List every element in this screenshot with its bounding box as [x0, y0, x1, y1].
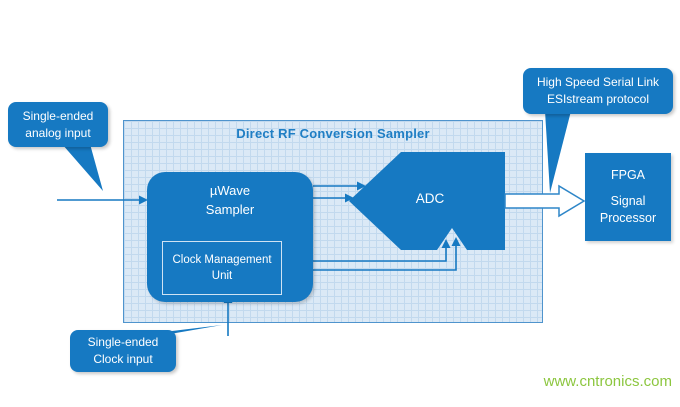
callout-analog-line2: analog input [25, 125, 91, 140]
cmu-label-line1: Clock Management [172, 254, 272, 266]
callout-analog-line1: Single-ended [22, 108, 94, 123]
callout-clock-input: Single-ended Clock input [70, 330, 176, 372]
callout-serial-line1: High Speed Serial Link [536, 75, 660, 89]
fpga-block: FPGA Signal Processor [585, 153, 671, 241]
callout-clock-line2: Clock input [93, 352, 153, 366]
callout-serial-line2: ESIstream protocol [546, 92, 650, 106]
uwave-sampler-label-line2: Sampler [205, 202, 255, 217]
callout-serial-link: High Speed Serial Link ESIstream protoco… [523, 68, 673, 114]
callout-clock-line1: Single-ended [87, 335, 159, 349]
fpga-label-line2: Signal [610, 194, 646, 208]
adc-label: ADC [415, 191, 445, 206]
fpga-label-line1: FPGA [610, 168, 646, 182]
clock-management-unit-block: Clock Management Unit [162, 241, 282, 295]
container-title: Direct RF Conversion Sampler [236, 126, 430, 141]
watermark-url: www.cntronics.com [543, 373, 672, 390]
cmu-label-line2: Unit [211, 270, 233, 282]
analog-callout-pointer [62, 144, 103, 191]
serial-callout-pointer [545, 111, 571, 193]
fpga-label-line3: Processor [599, 211, 657, 225]
callout-analog-input: Single-ended analog input [8, 102, 108, 147]
uwave-sampler-label: µWave Sampler [147, 181, 313, 219]
uwave-sampler-label-line1: µWave [209, 183, 251, 198]
